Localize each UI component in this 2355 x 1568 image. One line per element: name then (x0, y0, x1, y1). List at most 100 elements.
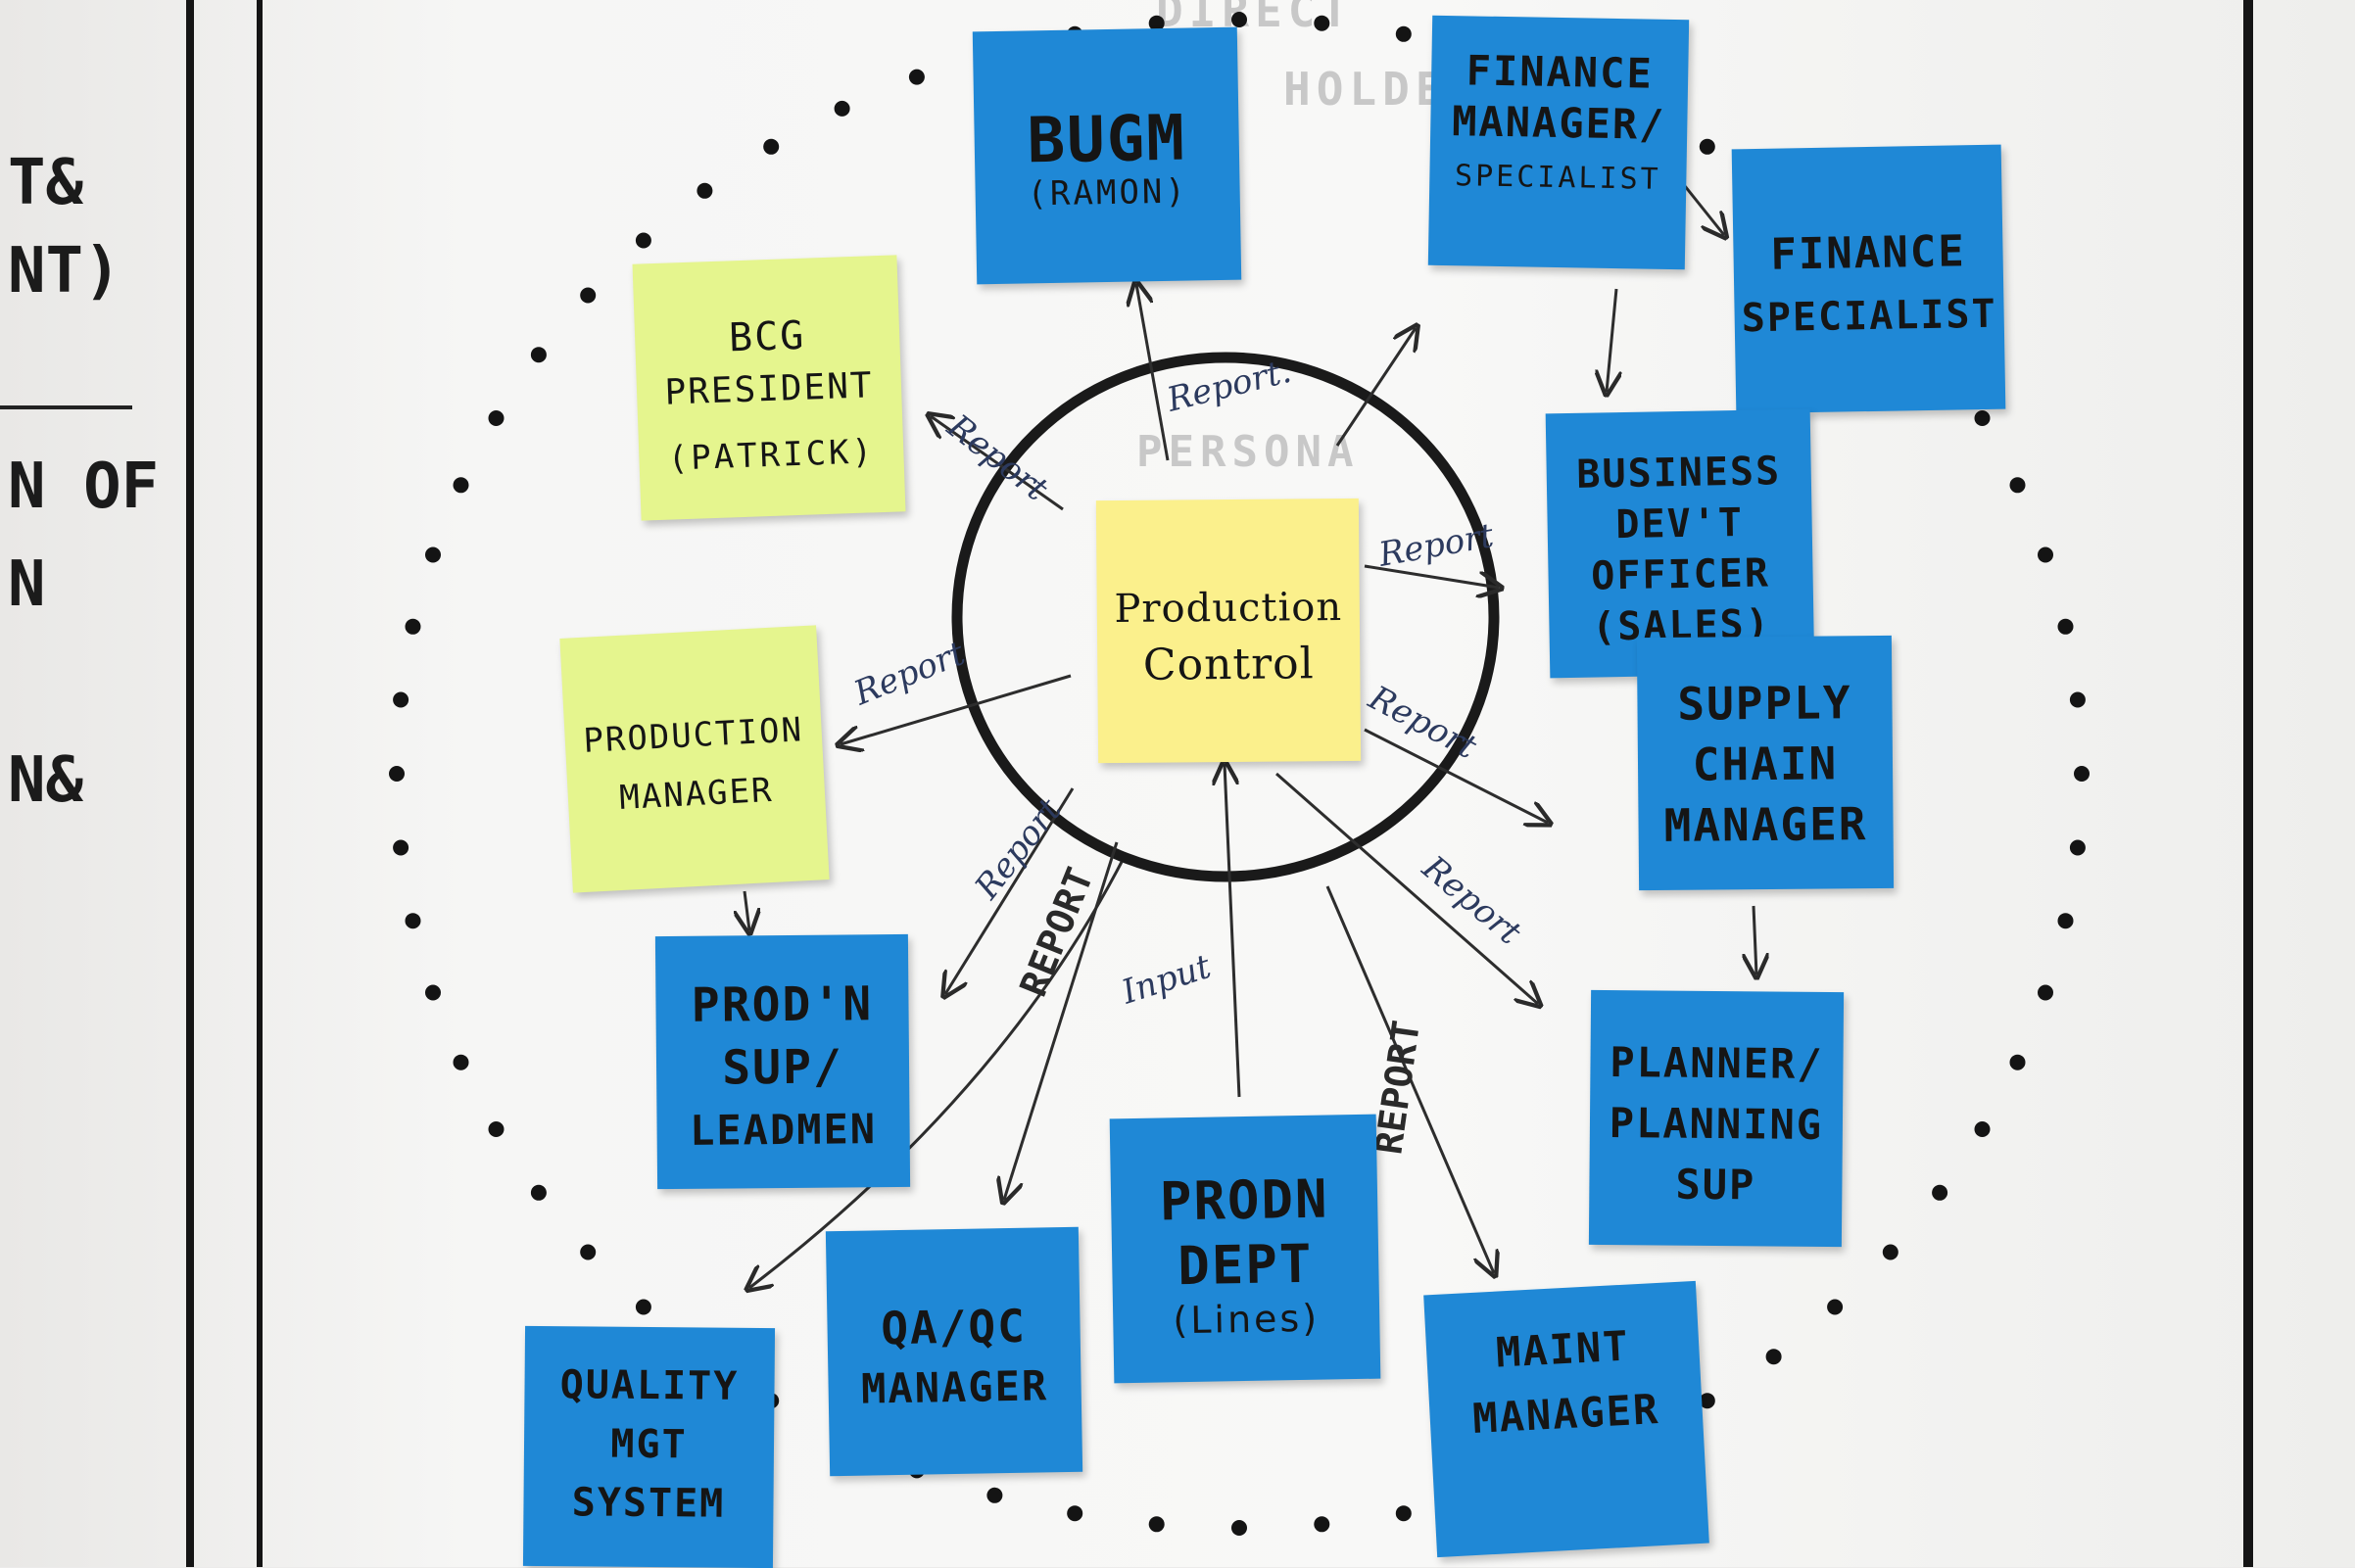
arrow-prodmanager-to-prodnsup (745, 891, 749, 930)
note-bcg-president[interactable]: BCG PRESIDENT (PATRICK) (633, 255, 906, 520)
ring-dot (909, 70, 925, 85)
label-upper-left: Report (939, 406, 1056, 509)
note-qa-qc-title2: MANAGER (861, 1355, 1049, 1419)
note-supply-chain-title2: CHAIN (1692, 733, 1838, 794)
note-business-dev-title: BUSINESS (1576, 446, 1782, 500)
note-qms[interactable]: QUALITY MGT SYSTEM (523, 1326, 775, 1568)
note-prodn-sup-title2: SUP/ (722, 1035, 843, 1099)
arrow-supply-to-planner (1754, 906, 1756, 974)
ring-dot (2058, 913, 2074, 928)
ring-dot (2070, 840, 2086, 856)
arrow-finance-to-bizdev (1607, 289, 1616, 392)
note-supply-chain[interactable]: SUPPLY CHAIN MANAGER (1637, 636, 1894, 890)
ring-dot (1231, 1520, 1247, 1536)
note-maint[interactable]: MAINT MANAGER (1423, 1281, 1709, 1557)
ring-dot (393, 692, 409, 708)
ring-dot (489, 410, 505, 426)
ring-dot (1396, 1505, 1412, 1521)
note-planner-title2: PLANNING (1610, 1093, 1824, 1156)
note-maint-title2: MANAGER (1471, 1377, 1661, 1451)
label-right-mid: Report (1362, 678, 1483, 767)
note-business-dev-title2: DEV'T (1615, 498, 1744, 550)
arrow-finance-manager-to-specialist (1685, 186, 1724, 235)
note-supply-chain-title3: MANAGER (1663, 793, 1867, 856)
ring-dot (389, 766, 405, 782)
note-prodn-sup-title: PROD'N (692, 973, 874, 1037)
label-left: Report (847, 634, 971, 714)
note-qms-title2: MGT (610, 1415, 688, 1475)
note-qa-qc[interactable]: QA/QC MANAGER (826, 1227, 1082, 1476)
ring-dot (406, 913, 421, 928)
ring-dot (580, 288, 596, 304)
note-business-dev-title3: OFFICER (1591, 547, 1770, 601)
note-qms-title3: SYSTEM (571, 1473, 725, 1533)
ring-dot (489, 1121, 505, 1137)
ring-dot (1149, 1516, 1165, 1532)
note-production-control-title2: Control (1143, 636, 1315, 694)
note-production-manager[interactable]: PRODUCTION MANAGER (559, 625, 829, 892)
note-qms-title: QUALITY (559, 1355, 739, 1416)
ring-dot (1766, 1349, 1782, 1364)
note-bcg-president-title: BCG (728, 309, 806, 365)
ring-dot (2038, 547, 2053, 563)
label-right-upper: Report (1375, 516, 1497, 575)
ring-dot (1975, 410, 1991, 426)
ring-dot (763, 139, 779, 155)
note-prodn-dept-sub: (Lines) (1173, 1297, 1320, 1343)
ring-dot (425, 985, 441, 1001)
note-planner-title3: SUP (1675, 1155, 1755, 1216)
note-qa-qc-title: QA/QC (881, 1296, 1028, 1359)
ring-dot (2058, 619, 2074, 635)
ring-dot (454, 1055, 469, 1070)
note-production-control[interactable]: Production Control (1096, 499, 1361, 763)
label-bottom-input: Input (1116, 947, 1216, 1013)
ring-dot (2010, 477, 2026, 493)
ring-dot (1314, 1516, 1329, 1532)
label-lower-right: Report (1414, 848, 1528, 953)
ring-dot (1067, 1505, 1082, 1521)
ring-dot (1231, 12, 1247, 27)
ring-dot (986, 1488, 1002, 1503)
ring-dot (1827, 1300, 1843, 1315)
note-bugm[interactable]: BUGM (RAMON) (973, 27, 1241, 285)
note-bugm-sub: (RAMON) (1027, 170, 1188, 216)
ring-dot (835, 101, 850, 117)
note-planner-title: PLANNER/ (1610, 1032, 1824, 1095)
note-prodn-dept-title2: DEPT (1178, 1232, 1314, 1299)
ring-dot (636, 233, 651, 249)
note-prodn-dept-title: PRODN (1159, 1167, 1329, 1235)
note-finance-manager-title2: MANAGER/ (1452, 96, 1666, 151)
ring-dot (1700, 139, 1715, 155)
ring-dot (425, 547, 441, 563)
ring-dot (1975, 1121, 1991, 1137)
note-bcg-president-sub: (PATRICK) (667, 430, 876, 480)
note-bugm-title: BUGM (1027, 108, 1186, 173)
note-finance-manager-title: FINANCE (1466, 45, 1654, 99)
ring-dot (406, 619, 421, 635)
ring-dot (2074, 766, 2090, 782)
ring-dot (393, 840, 409, 856)
ring-dot (531, 1185, 547, 1201)
note-supply-chain-title: SUPPLY (1677, 672, 1852, 735)
ring-dot (697, 183, 712, 199)
ring-dot (1396, 26, 1412, 42)
ring-dot (2070, 692, 2086, 708)
note-planner[interactable]: PLANNER/ PLANNING SUP (1589, 990, 1844, 1247)
ring-dot (531, 347, 547, 362)
note-production-control-title: Production (1114, 579, 1342, 638)
ring-dot (580, 1245, 596, 1260)
ring-dot (454, 477, 469, 493)
note-prodn-dept[interactable]: PRODN DEPT (Lines) (1110, 1115, 1381, 1384)
ring-dot (636, 1300, 651, 1315)
note-finance-manager-struck: SPECIALIST (1455, 155, 1661, 202)
note-prodn-sup[interactable]: PROD'N SUP/ LEADMEN (655, 934, 910, 1189)
note-maint-title: MAINT (1494, 1314, 1631, 1386)
note-finance-specialist-title: FINANCE (1770, 220, 1967, 286)
ring-dot (1314, 16, 1329, 31)
note-prodn-sup-title3: LEADMEN (690, 1098, 878, 1163)
note-bcg-president-title2: PRESIDENT (664, 359, 875, 419)
note-finance-specialist[interactable]: FINANCE SPECIALIST (1732, 145, 2006, 414)
note-production-manager-title2: MANAGER (618, 761, 775, 828)
note-finance-manager[interactable]: FINANCE MANAGER/ SPECIALIST (1428, 16, 1689, 270)
ring-dot (1932, 1185, 1947, 1201)
